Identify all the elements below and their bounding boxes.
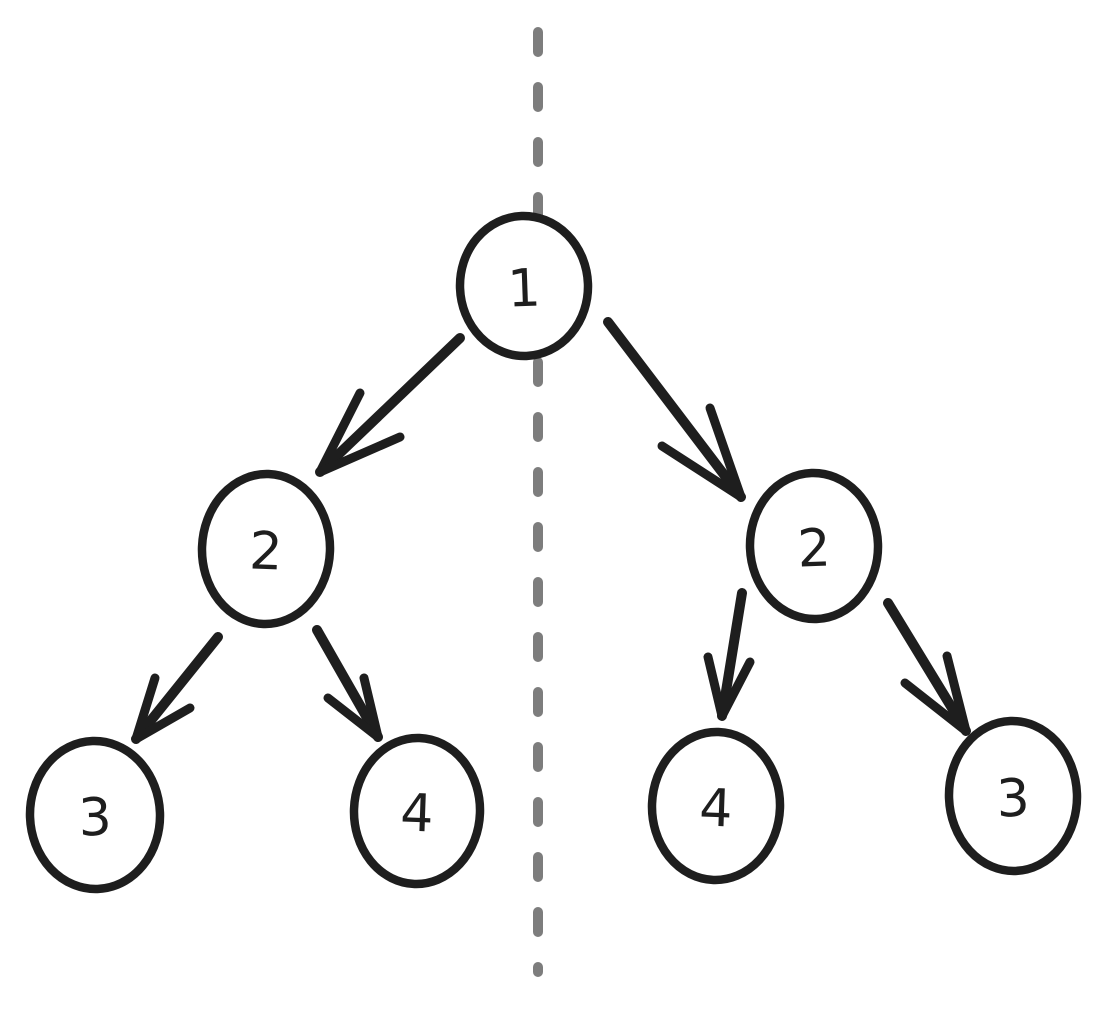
edge-shaft bbox=[312, 625, 383, 742]
node-circle bbox=[455, 211, 593, 361]
arrowhead-barb bbox=[703, 652, 727, 721]
tree-node-left-3: 3 bbox=[25, 736, 165, 894]
arrowhead-barb bbox=[131, 703, 195, 744]
node-label: 2 bbox=[248, 521, 283, 582]
edge-left-2-to-left-4 bbox=[312, 625, 383, 742]
node-label: 3 bbox=[996, 768, 1031, 829]
tree-node-left-4: 4 bbox=[349, 733, 485, 889]
arrowhead-barb bbox=[657, 441, 746, 502]
tree-node-right-3: 3 bbox=[944, 716, 1082, 876]
arrowhead-barb bbox=[323, 693, 383, 742]
edge-left-2-to-left-3 bbox=[131, 632, 223, 744]
arrowhead-barb bbox=[717, 657, 755, 721]
edge-shaft bbox=[131, 632, 223, 744]
arrowhead-barb bbox=[131, 673, 160, 744]
node-circle bbox=[944, 716, 1082, 876]
tree-node-root-1: 1 bbox=[455, 211, 593, 361]
arrowhead-barb bbox=[942, 651, 971, 736]
arrowhead-barb bbox=[359, 673, 383, 742]
edge-shaft bbox=[717, 588, 747, 721]
node-circle bbox=[197, 469, 335, 629]
node-label: 4 bbox=[399, 783, 434, 844]
edge-root-1-to-right-2 bbox=[603, 317, 746, 502]
tree-node-right-4: 4 bbox=[647, 727, 785, 885]
edge-right-2-to-right-3 bbox=[883, 598, 971, 736]
node-circle bbox=[647, 727, 785, 885]
tree-node-left-2: 2 bbox=[197, 469, 335, 629]
node-label: 4 bbox=[698, 778, 733, 839]
node-label: 3 bbox=[78, 787, 113, 848]
node-circle bbox=[349, 733, 485, 889]
edge-shaft bbox=[883, 598, 971, 736]
edge-right-2-to-right-4 bbox=[703, 588, 755, 721]
node-label: 2 bbox=[797, 518, 832, 579]
node-label: 1 bbox=[507, 258, 542, 319]
arrowhead-barb bbox=[315, 432, 405, 477]
edge-shaft bbox=[315, 333, 465, 477]
tree-node-right-2: 2 bbox=[745, 468, 883, 624]
edge-shaft bbox=[603, 317, 746, 502]
node-circle bbox=[745, 468, 883, 624]
arrowhead-barb bbox=[900, 678, 971, 736]
node-circle bbox=[25, 736, 165, 894]
arrowhead-barb bbox=[315, 388, 365, 477]
arrowhead-barb bbox=[705, 403, 746, 502]
edge-root-1-to-left-2 bbox=[315, 333, 465, 477]
